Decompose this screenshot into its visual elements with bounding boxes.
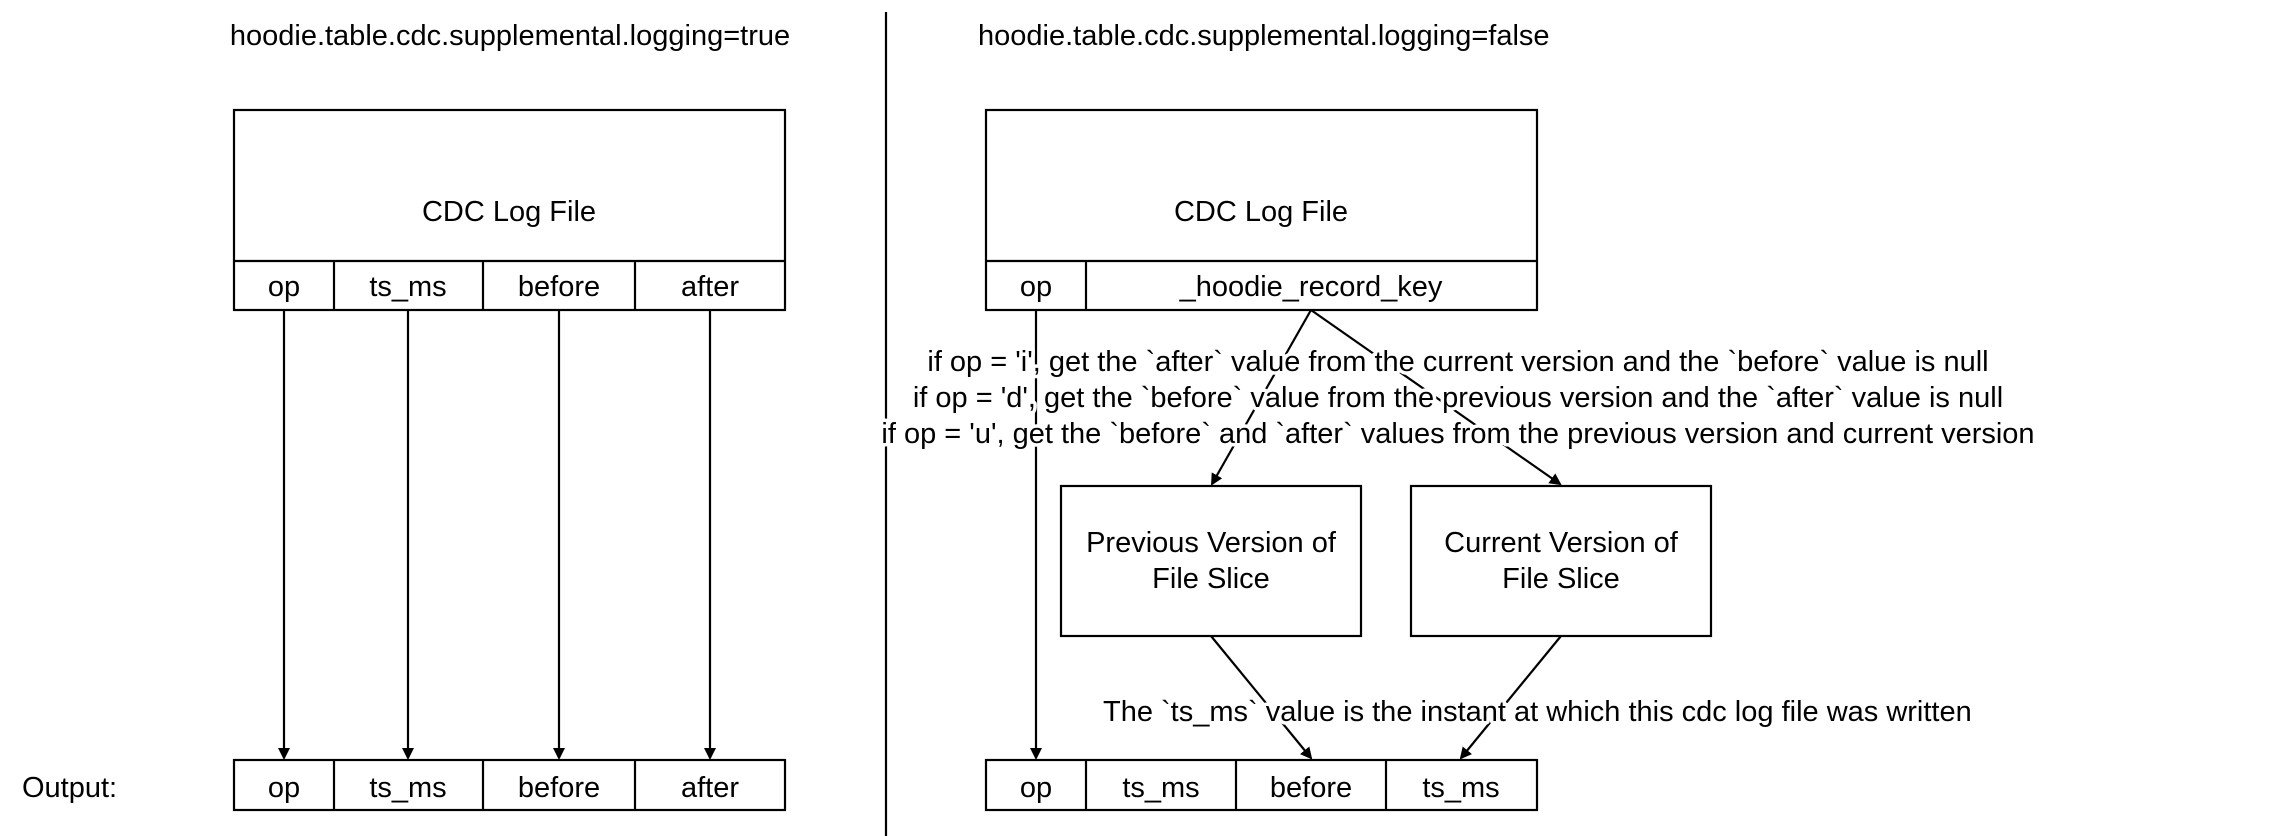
right-title: hoodie.table.cdc.supplemental.logging=fa… [978, 20, 1550, 52]
left-output-before: before [518, 772, 600, 804]
right-log-file: CDC Log File op _hoodie_record_key [984, 108, 1539, 312]
arrow-key-to-previous [1211, 309, 1312, 486]
left-log-file-label: CDC Log File [422, 196, 596, 228]
right-output-op: op [1020, 772, 1052, 804]
left-output-box [232, 758, 787, 812]
right-output-box [984, 758, 1539, 812]
current-version-line-1: Current Version of [1444, 527, 1679, 559]
right-output-ts-ms-2: ts_ms [1422, 772, 1499, 804]
right-col-record-key: _hoodie_record_key [1179, 271, 1443, 303]
right-output-ts-ms: ts_ms [1122, 772, 1199, 804]
right-output-before: before [1270, 772, 1352, 804]
output-label: Output: [22, 772, 117, 804]
left-col-after: after [681, 271, 739, 303]
left-log-file: CDC Log File op ts_ms before after [232, 108, 787, 312]
left-output-row: op ts_ms before after [232, 758, 787, 812]
condition-insert: if op = 'i', get the `after` value from … [927, 346, 1988, 378]
left-output-after: after [681, 772, 739, 804]
ts-ms-note: The `ts_ms` value is the instant at whic… [1103, 696, 1972, 728]
arrow-previous-to-before [1210, 635, 1313, 760]
left-log-file-box [232, 108, 787, 312]
previous-version-line-1: Previous Version of [1086, 527, 1337, 559]
right-log-file-label: CDC Log File [1174, 196, 1348, 228]
left-title: hoodie.table.cdc.supplemental.logging=tr… [230, 20, 790, 52]
current-version-box: Current Version of File Slice [1409, 484, 1713, 638]
condition-update: if op = 'u', get the `before` and `after… [881, 418, 2034, 450]
right-col-op: op [1020, 271, 1052, 303]
previous-version-line-2: File Slice [1152, 563, 1270, 595]
left-col-op: op [268, 271, 300, 303]
left-output-op: op [268, 772, 300, 804]
right-output-row: op ts_ms before ts_ms [984, 758, 1539, 812]
current-version-line-2: File Slice [1502, 563, 1620, 595]
arrow-key-to-current [1310, 309, 1562, 486]
arrow-current-to-output [1459, 635, 1562, 760]
left-col-ts-ms: ts_ms [369, 271, 446, 303]
condition-delete: if op = 'd', get the `before` value from… [913, 382, 2003, 414]
right-log-file-box [984, 108, 1539, 312]
previous-version-box: Previous Version of File Slice [1059, 484, 1363, 638]
left-col-before: before [518, 271, 600, 303]
left-output-ts-ms: ts_ms [369, 772, 446, 804]
